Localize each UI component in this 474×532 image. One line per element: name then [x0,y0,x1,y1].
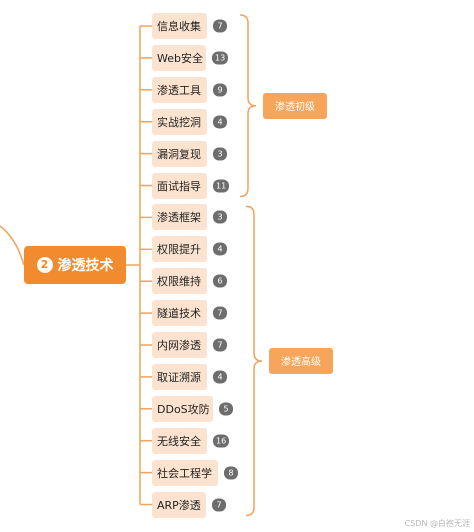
topic-label: 渗透框架 [157,211,201,225]
topic-item[interactable]: DDoS攻防 5 [152,395,233,422]
count-badge: 4 [213,242,227,256]
root-node-penetration-techniques[interactable]: 2 渗透技术 [24,246,126,284]
topic-item[interactable]: Web安全 13 [152,44,229,71]
topic-label: 渗透工具 [157,83,201,97]
count-badge: 3 [213,147,227,161]
topic-label: DDoS攻防 [157,402,210,416]
topic-label: 面试指导 [157,179,201,193]
count-badge: 9 [213,83,227,97]
topic-label: 信息收集 [157,20,201,33]
topic-item[interactable]: 信息收集 7 [152,13,227,39]
topic-label: 权限维持 [157,275,201,289]
topic-item[interactable]: 社会工程学 8 [152,459,238,486]
group-tag-advanced[interactable]: 渗透高级 [269,347,333,374]
topic-item[interactable]: 权限维持 6 [152,268,227,295]
count-badge: 4 [213,370,227,384]
count-badge: 7 [213,19,227,33]
topic-item[interactable]: 隧道技术 7 [152,300,227,327]
topic-label: 隧道技术 [157,307,201,321]
topic-item[interactable]: 内网渗透 7 [152,332,227,358]
count-badge: 7 [212,498,226,511]
count-badge: 3 [213,210,227,224]
topic-item[interactable]: 渗透框架 3 [152,204,227,231]
count-badge: 4 [213,115,227,129]
count-badge: 11 [213,179,230,192]
topic-item[interactable]: 取证溯源 4 [152,363,227,390]
count-badge: 5 [219,402,233,416]
topic-label: Web安全 [157,51,203,65]
topic-label: 权限提升 [157,243,201,257]
count-badge: 7 [213,338,227,352]
topic-label: 漏洞复现 [157,147,201,161]
topic-label: ARP渗透 [157,498,201,512]
parent-link-line [0,225,25,266]
topic-item[interactable]: 面试指导 11 [152,172,230,199]
group-bracket [245,205,263,517]
topic-item[interactable]: ARP渗透 7 [152,491,226,518]
watermark: CSDN @白袍无涯 [404,519,470,528]
group-bracket [239,14,257,198]
count-badge: 7 [213,306,227,320]
topic-label: 社会工程学 [157,466,212,480]
count-badge: 13 [212,51,229,65]
count-badge: 8 [224,466,238,480]
topic-item[interactable]: 权限提升 4 [152,236,227,263]
topic-label: 内网渗透 [157,339,201,352]
count-badge: 6 [213,274,227,288]
topic-item[interactable]: 渗透工具 9 [152,76,227,103]
topic-item[interactable]: 实战挖洞 4 [152,108,227,135]
group-tag-beginner[interactable]: 渗透初级 [263,92,327,119]
topic-item[interactable]: 漏洞复现 3 [152,140,227,167]
root-label: 渗透技术 [57,258,114,274]
topic-item[interactable]: 无线安全 16 [152,427,230,454]
root-number: 2 [36,257,53,273]
topic-label: 取证溯源 [157,370,201,384]
count-badge: 16 [213,434,230,448]
topic-label: 无线安全 [157,434,201,448]
topic-label: 实战挖洞 [157,115,201,129]
